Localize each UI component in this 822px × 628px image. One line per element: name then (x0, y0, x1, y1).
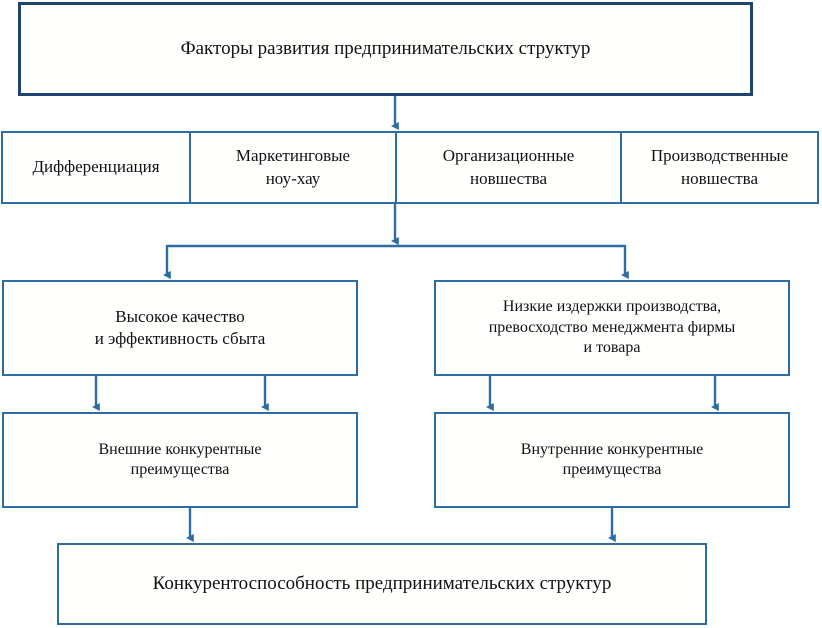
node-outcome-high-quality[interactable]: Высокое качество и эффективность сбыта (2, 280, 358, 376)
node-result-competitiveness[interactable]: Конкурентоспособность предпринимательски… (57, 543, 707, 625)
node-root-factors[interactable]: Факторы развития предпринимательских стр… (18, 2, 753, 96)
node-outcome-low-costs[interactable]: Низкие издержки производства, превосходс… (434, 280, 790, 376)
node-external-advantages[interactable]: Внешние конкурентные преимущества (2, 412, 358, 508)
node-factor-differentiation[interactable]: Дифференциация (3, 133, 191, 202)
node-internal-advantages[interactable]: Внутренние конкурентные преимущества (434, 412, 790, 508)
node-factor-production-innovations[interactable]: Производственные новшества (650, 146, 789, 188)
node-factor-marketing-knowhow[interactable]: Маркетинговые ноу-хау (191, 133, 397, 202)
node-factor-organizational-innovations[interactable]: Организационные новшества (397, 133, 622, 202)
factors-band: Дифференциация Маркетинговые ноу-хау Орг… (1, 131, 819, 204)
